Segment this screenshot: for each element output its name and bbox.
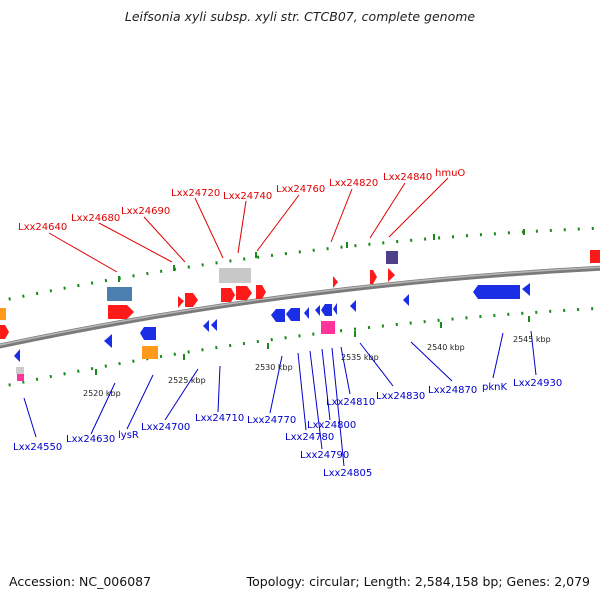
gene-label-pknk[interactable]: pknK (482, 382, 507, 393)
gene-label-lxx24820[interactable]: Lxx24820 (329, 178, 378, 189)
gene-steel (107, 287, 132, 301)
gene-label-lxx24630[interactable]: Lxx24630 (66, 434, 115, 445)
gene-lxx24640 (108, 305, 134, 319)
reverse-callout-lines (23, 330, 537, 467)
gene-pink (321, 321, 335, 334)
gene-label-hmuo[interactable]: hmuO (435, 168, 465, 179)
gene-label-lxx24780[interactable]: Lxx24780 (285, 432, 334, 443)
accession-info: Accession: NC_006087 (9, 574, 152, 589)
gene-label-lxx24720[interactable]: Lxx24720 (171, 188, 220, 199)
gene-label-lxx24690[interactable]: Lxx24690 (121, 206, 170, 217)
scale-label-2535: 2535 kbp (341, 353, 379, 362)
reverse-gene-features (14, 283, 530, 381)
outer-tick-ring (0, 226, 600, 303)
forward-gene-features (0, 250, 600, 339)
forward-callout-lines (48, 177, 449, 273)
forward-gene-labels: Lxx24640 Lxx24680 Lxx24690 Lxx24720 Lxx2… (18, 168, 465, 233)
gene-label-lxx24870[interactable]: Lxx24870 (428, 385, 477, 396)
outer-major-ticks (118, 229, 525, 282)
gene-label-lxx24810[interactable]: Lxx24810 (326, 397, 375, 408)
scale-label-2530: 2530 kbp (255, 363, 293, 372)
genome-backbone (0, 265, 600, 349)
gene-label-lxx24840[interactable]: Lxx24840 (383, 172, 432, 183)
reverse-gene-labels: Lxx24550 Lxx24630 lysR Lxx24700 Lxx24710… (13, 378, 562, 479)
gene-label-lysr[interactable]: lysR (118, 430, 139, 441)
gene-label-lxx24640[interactable]: Lxx24640 (18, 222, 67, 233)
gene-label-lxx24700[interactable]: Lxx24700 (141, 422, 190, 433)
gene-grey (219, 268, 251, 283)
gene-pink-left (16, 367, 24, 374)
scale-label-2540: 2540 kbp (427, 343, 465, 352)
gene-orange (142, 346, 158, 359)
gene-label-lxx24830[interactable]: Lxx24830 (376, 391, 425, 402)
gene-label-lxx24550[interactable]: Lxx24550 (13, 442, 62, 453)
gene-label-lxx24760[interactable]: Lxx24760 (276, 184, 325, 195)
inner-tick-ring (0, 306, 600, 389)
map-title: Leifsonia xyli subsp. xyli str. CTCB07, … (124, 9, 476, 24)
gene-label-lxx24930[interactable]: Lxx24930 (513, 378, 562, 389)
inner-major-ticks (95, 316, 530, 375)
gene-purple (386, 251, 398, 264)
gene-label-lxx24790[interactable]: Lxx24790 (300, 450, 349, 461)
gene-label-lxx24805[interactable]: Lxx24805 (323, 468, 372, 479)
gene-label-lxx24800[interactable]: Lxx24800 (307, 420, 356, 431)
genome-summary: Topology: circular; Length: 2,584,158 bp… (246, 574, 590, 589)
gene-label-lxx24710[interactable]: Lxx24710 (195, 413, 244, 424)
gene-label-lxx24740[interactable]: Lxx24740 (223, 191, 272, 202)
gene-label-lxx24680[interactable]: Lxx24680 (71, 213, 120, 224)
gene-pknk (473, 285, 520, 299)
scale-label-2525: 2525 kbp (168, 376, 206, 385)
gene-label-lxx24770[interactable]: Lxx24770 (247, 415, 296, 426)
scale-label-2520: 2520 kbp (83, 389, 121, 398)
